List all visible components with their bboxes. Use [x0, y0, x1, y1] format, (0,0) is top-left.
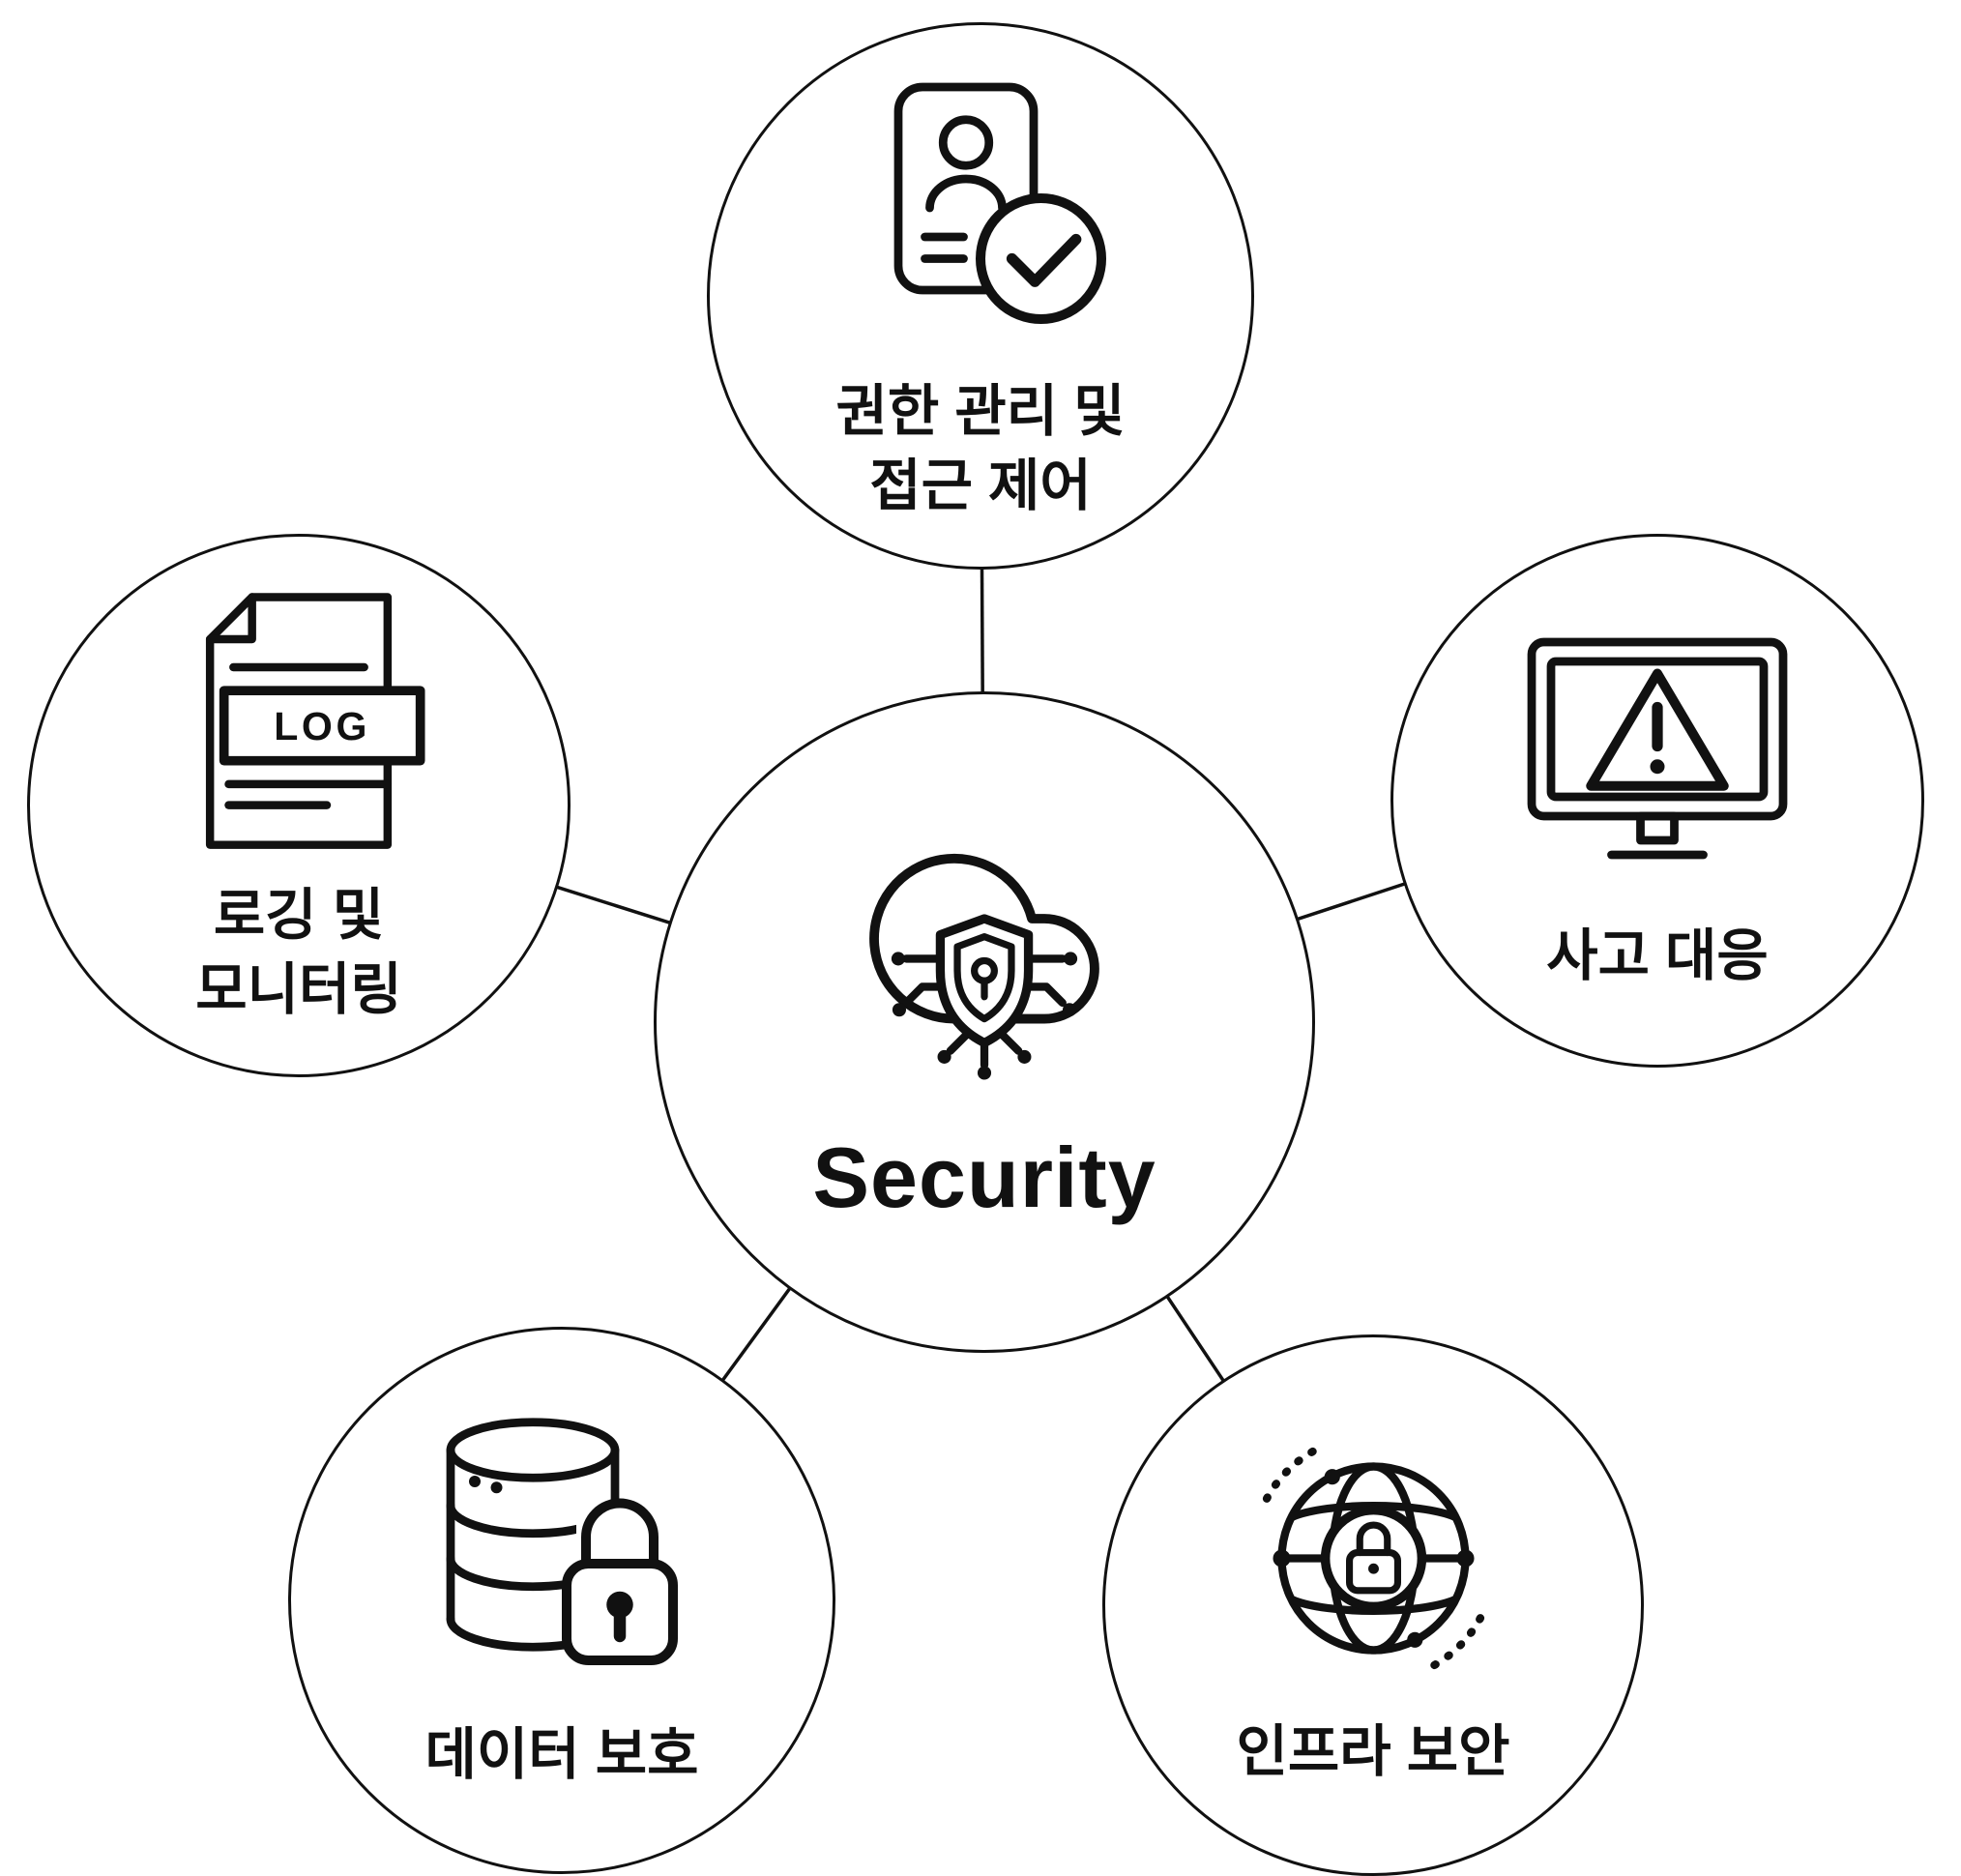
- id-card-check-icon: [893, 83, 1106, 325]
- label-line: 모니터링: [195, 958, 402, 1021]
- node-access-control: 권한 관리 및 접근 제어: [707, 22, 1254, 570]
- label-line: 사고 대응: [1546, 923, 1769, 987]
- log-banner-text: LOG: [274, 704, 370, 748]
- label-line: 인프라 보안: [1236, 1720, 1510, 1784]
- node-data-protection-label: 데이터 보호: [425, 1718, 699, 1793]
- log-file-icon: LOG: [205, 593, 425, 850]
- cloud-shield-network-icon: [869, 853, 1099, 1080]
- monitor-alert-icon: [1527, 637, 1788, 860]
- node-data-protection: 데이터 보호: [288, 1327, 835, 1874]
- label-line: 데이터 보호: [424, 1722, 699, 1786]
- label-line: 접근 제어: [869, 454, 1092, 517]
- database-lock-icon: [446, 1418, 678, 1665]
- node-incident-response-label: 사고 대응: [1546, 920, 1769, 994]
- node-security-center: Security: [654, 691, 1315, 1353]
- node-logging-monitoring: LOG 로깅 및 모니터링: [27, 534, 571, 1077]
- node-incident-response: 사고 대응: [1390, 534, 1924, 1068]
- label-line: 권한 관리 및: [835, 380, 1126, 444]
- label-line: 로깅 및: [213, 884, 385, 948]
- globe-lock-icon: [1262, 1448, 1484, 1670]
- node-infra-security: 인프라 보안: [1102, 1334, 1644, 1876]
- node-access-control-label: 권한 관리 및 접근 제어: [835, 375, 1125, 523]
- center-label: Security: [812, 1129, 1156, 1225]
- node-infra-security-label: 인프라 보안: [1237, 1715, 1510, 1790]
- node-logging-monitoring-label: 로깅 및 모니터링: [195, 879, 401, 1027]
